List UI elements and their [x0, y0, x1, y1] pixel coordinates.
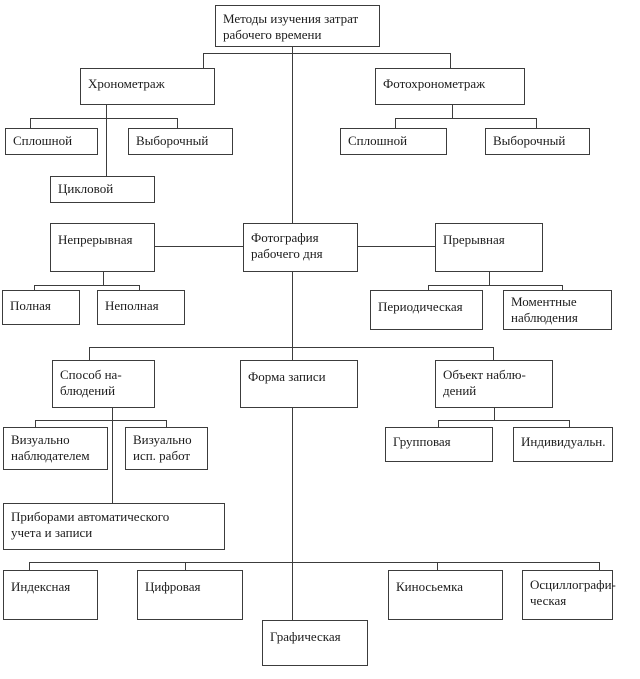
node-forma-zapisi: Форма записи: [240, 360, 358, 408]
connector: [30, 118, 178, 119]
connector: [29, 562, 30, 570]
connector: [35, 420, 36, 427]
node-kinosyemka: Киносьемка: [388, 570, 503, 620]
connector: [489, 272, 490, 285]
connector: [203, 53, 204, 68]
node-chronometrazh: Хронометраж: [80, 68, 215, 105]
node-indeksnaya: Индексная: [3, 570, 98, 620]
node-vyborochny-left: Выборочный: [128, 128, 233, 155]
node-fotografia-rabochego-dnya: Фотография рабочего дня: [243, 223, 358, 272]
connector: [437, 562, 438, 570]
connector: [103, 272, 104, 285]
connector: [35, 420, 167, 421]
connector: [395, 118, 537, 119]
connector: [185, 562, 186, 570]
connector: [562, 285, 563, 290]
connector: [292, 408, 293, 620]
node-nepolnaya: Неполная: [97, 290, 185, 325]
connector: [29, 562, 600, 563]
node-oscillograficheskaya: Осциллографи- ческая: [522, 570, 616, 620]
connector: [358, 246, 435, 247]
connector: [450, 53, 451, 68]
connector: [155, 246, 243, 247]
connector: [438, 420, 439, 427]
node-sposob-nablyudeniy: Способ на- блюдений: [52, 360, 155, 408]
connector: [166, 420, 167, 427]
connector: [34, 285, 140, 286]
node-methods-root: Методы изучения затрат рабочего времени: [215, 5, 380, 47]
node-priborami-avtomaticheskogo: Приборами автоматического учета и записи: [3, 503, 225, 550]
connector: [112, 408, 113, 503]
node-sploshnoy-right: Сплошной: [340, 128, 447, 155]
connector: [452, 105, 453, 118]
node-gruppovaya: Групповая: [385, 427, 493, 462]
connector: [395, 118, 396, 128]
connector: [89, 347, 90, 360]
connector: [30, 118, 31, 128]
node-ciklovoy: Цикловой: [50, 176, 155, 203]
node-periodicheskaya: Периодическая: [370, 290, 483, 330]
node-fotochronometrazh: Фотохронометраж: [375, 68, 525, 105]
connector: [438, 420, 570, 421]
connector: [89, 347, 494, 348]
connector: [177, 118, 178, 128]
connector: [569, 420, 570, 427]
connector: [493, 347, 494, 360]
connector: [599, 562, 600, 570]
connector: [203, 53, 451, 54]
node-preryvnaya: Прерывная: [435, 223, 543, 272]
connector: [428, 285, 429, 290]
connector: [494, 408, 495, 420]
connector: [428, 285, 563, 286]
node-graficheskaya: Графическая: [262, 620, 368, 666]
node-vyborochny-right: Выборочный: [485, 128, 590, 155]
connector: [292, 272, 293, 360]
connector: [106, 105, 107, 176]
node-individualnaya: Индивидуальн.: [513, 427, 613, 462]
connector: [536, 118, 537, 128]
node-momentnye-nablyudeniya: Моментные наблюдения: [503, 290, 612, 330]
node-vizualno-isp-rabot: Визуально исп. работ: [125, 427, 208, 470]
connector: [292, 47, 293, 223]
connector: [139, 285, 140, 290]
node-vizualno-nablyudatelem: Визуально наблюдателем: [3, 427, 108, 470]
node-obyekt-nablyudeniy: Объект наблю- дений: [435, 360, 553, 408]
connector: [34, 285, 35, 290]
node-sploshnoy-left: Сплошной: [5, 128, 98, 155]
node-nepreryvnaya: Непрерывная: [50, 223, 155, 272]
node-cifrovaya: Цифровая: [137, 570, 243, 620]
node-polnaya: Полная: [2, 290, 80, 325]
